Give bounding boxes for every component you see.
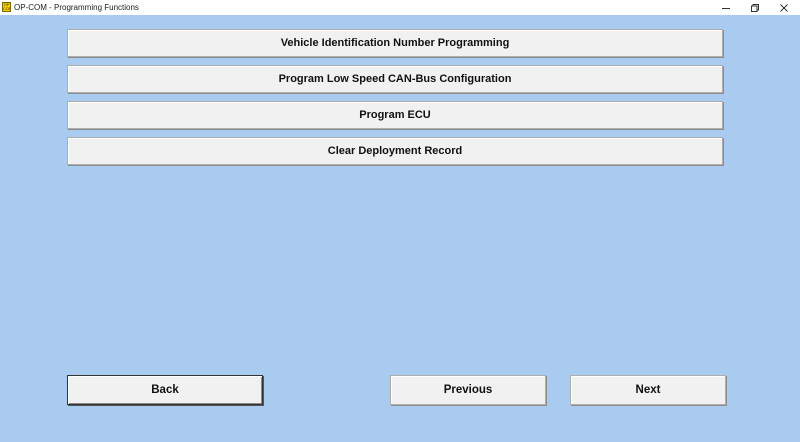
app-logo-icon: OP COM — [2, 2, 11, 12]
low-speed-can-config-button[interactable]: Program Low Speed CAN-Bus Configuration — [67, 65, 723, 93]
previous-button[interactable]: Previous — [390, 375, 546, 405]
program-ecu-button[interactable]: Program ECU — [67, 101, 723, 129]
window-title: OP-COM - Programming Functions — [14, 3, 139, 12]
clear-deployment-record-button[interactable]: Clear Deployment Record — [67, 137, 723, 165]
close-button[interactable] — [770, 0, 798, 15]
back-button[interactable]: Back — [67, 375, 263, 405]
title-bar[interactable]: OP COM OP-COM - Programming Functions — [0, 0, 800, 15]
restore-icon — [751, 3, 759, 12]
vin-programming-button[interactable]: Vehicle Identification Number Programmin… — [67, 29, 723, 57]
close-icon — [780, 3, 788, 12]
restore-button[interactable] — [741, 0, 769, 15]
minimize-icon — [722, 7, 730, 9]
next-button[interactable]: Next — [570, 375, 726, 405]
minimize-button[interactable] — [712, 0, 740, 15]
